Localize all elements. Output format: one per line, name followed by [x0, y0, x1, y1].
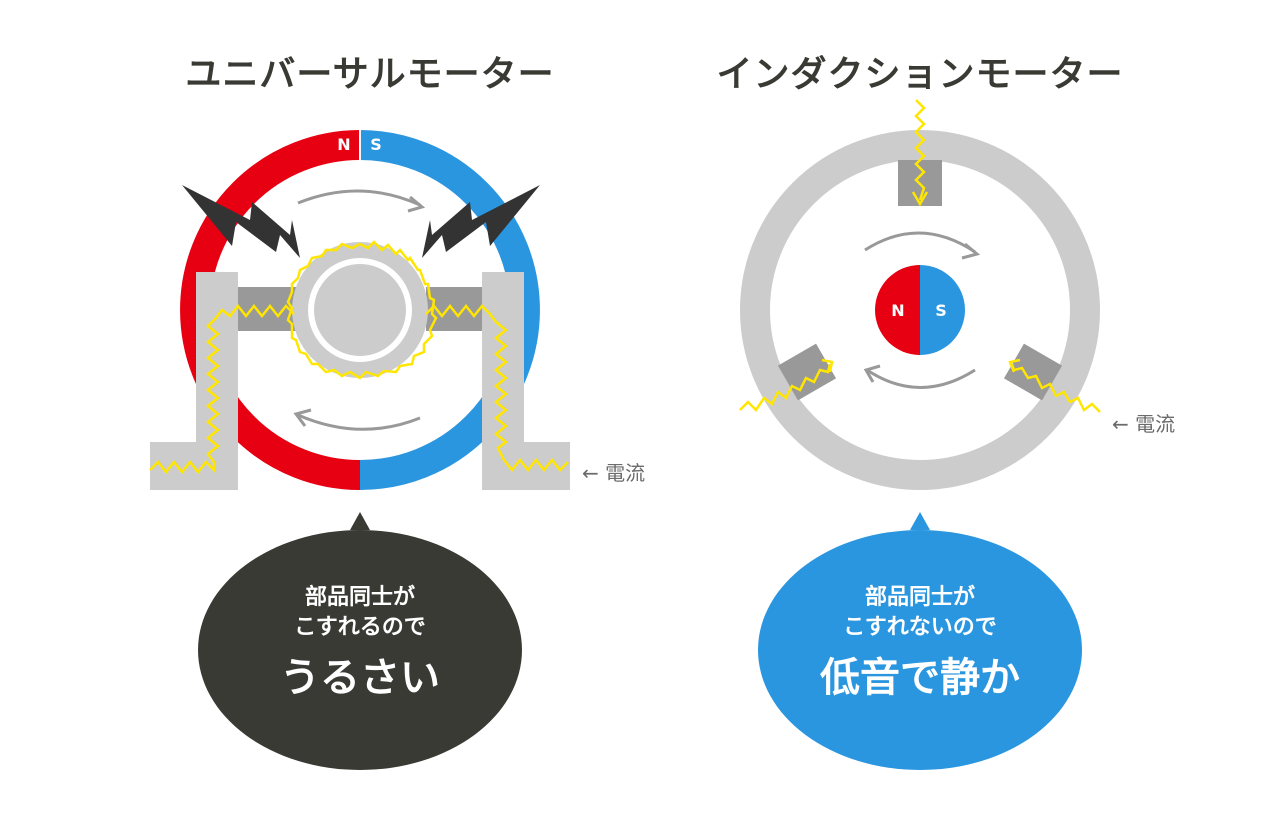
rotation-arrow-top [864, 231, 976, 254]
induction-bubble-headline: 低音で静か [820, 655, 1020, 701]
rotation-arrow-bottom [297, 413, 421, 431]
induction-pole-n: N [891, 301, 904, 320]
induction-current-label: ← 電流 [1112, 412, 1176, 436]
universal-bubble-line1: 部品同士が [304, 585, 415, 610]
induction-bubble-line1: 部品同士が [864, 585, 975, 610]
universal-speech-bubble-pointer [350, 512, 370, 530]
induction-speech-bubble-pointer [910, 512, 930, 530]
rotation-arrow-bottom [866, 368, 976, 389]
universal-pole-n: N [337, 135, 350, 154]
universal-current-label: ← 電流 [582, 461, 646, 485]
rotor-magnet-n [875, 265, 920, 355]
universal-pole-s: S [370, 135, 382, 154]
brush-left [150, 272, 238, 490]
universal-bubble-line2: こすれるので [294, 615, 426, 640]
stator-ring-n-half [180, 130, 361, 490]
universal-bubble-headline: うるさい [280, 655, 440, 701]
universal-motor-diagram [149, 130, 570, 490]
induction-motor-diagram [739, 99, 1101, 490]
current-wire-induction [739, 99, 1101, 413]
rotation-arrow-top [297, 189, 421, 207]
universal-bubble-text: 部品同士が こすれるので うるさい [200, 583, 520, 703]
brush-right [482, 272, 570, 490]
induction-speech-bubble [758, 530, 1082, 770]
induction-pole-s: S [935, 301, 947, 320]
universal-motor-title: ユニバーサルモーター [185, 54, 555, 95]
rotor-magnet-s [920, 265, 965, 355]
induction-bubble-line2: こすれないので [843, 615, 997, 640]
induction-motor-title: インダクションモーター [716, 54, 1124, 95]
rotor-core [314, 264, 406, 356]
spark-icon-right [422, 185, 540, 258]
spark-icon-left [182, 185, 300, 258]
stator-ring-s-half [359, 130, 540, 490]
universal-speech-bubble [198, 530, 522, 770]
current-wire-universal [149, 240, 569, 475]
induction-bubble-text: 部品同士が こすれないので 低音で静か [760, 583, 1080, 703]
